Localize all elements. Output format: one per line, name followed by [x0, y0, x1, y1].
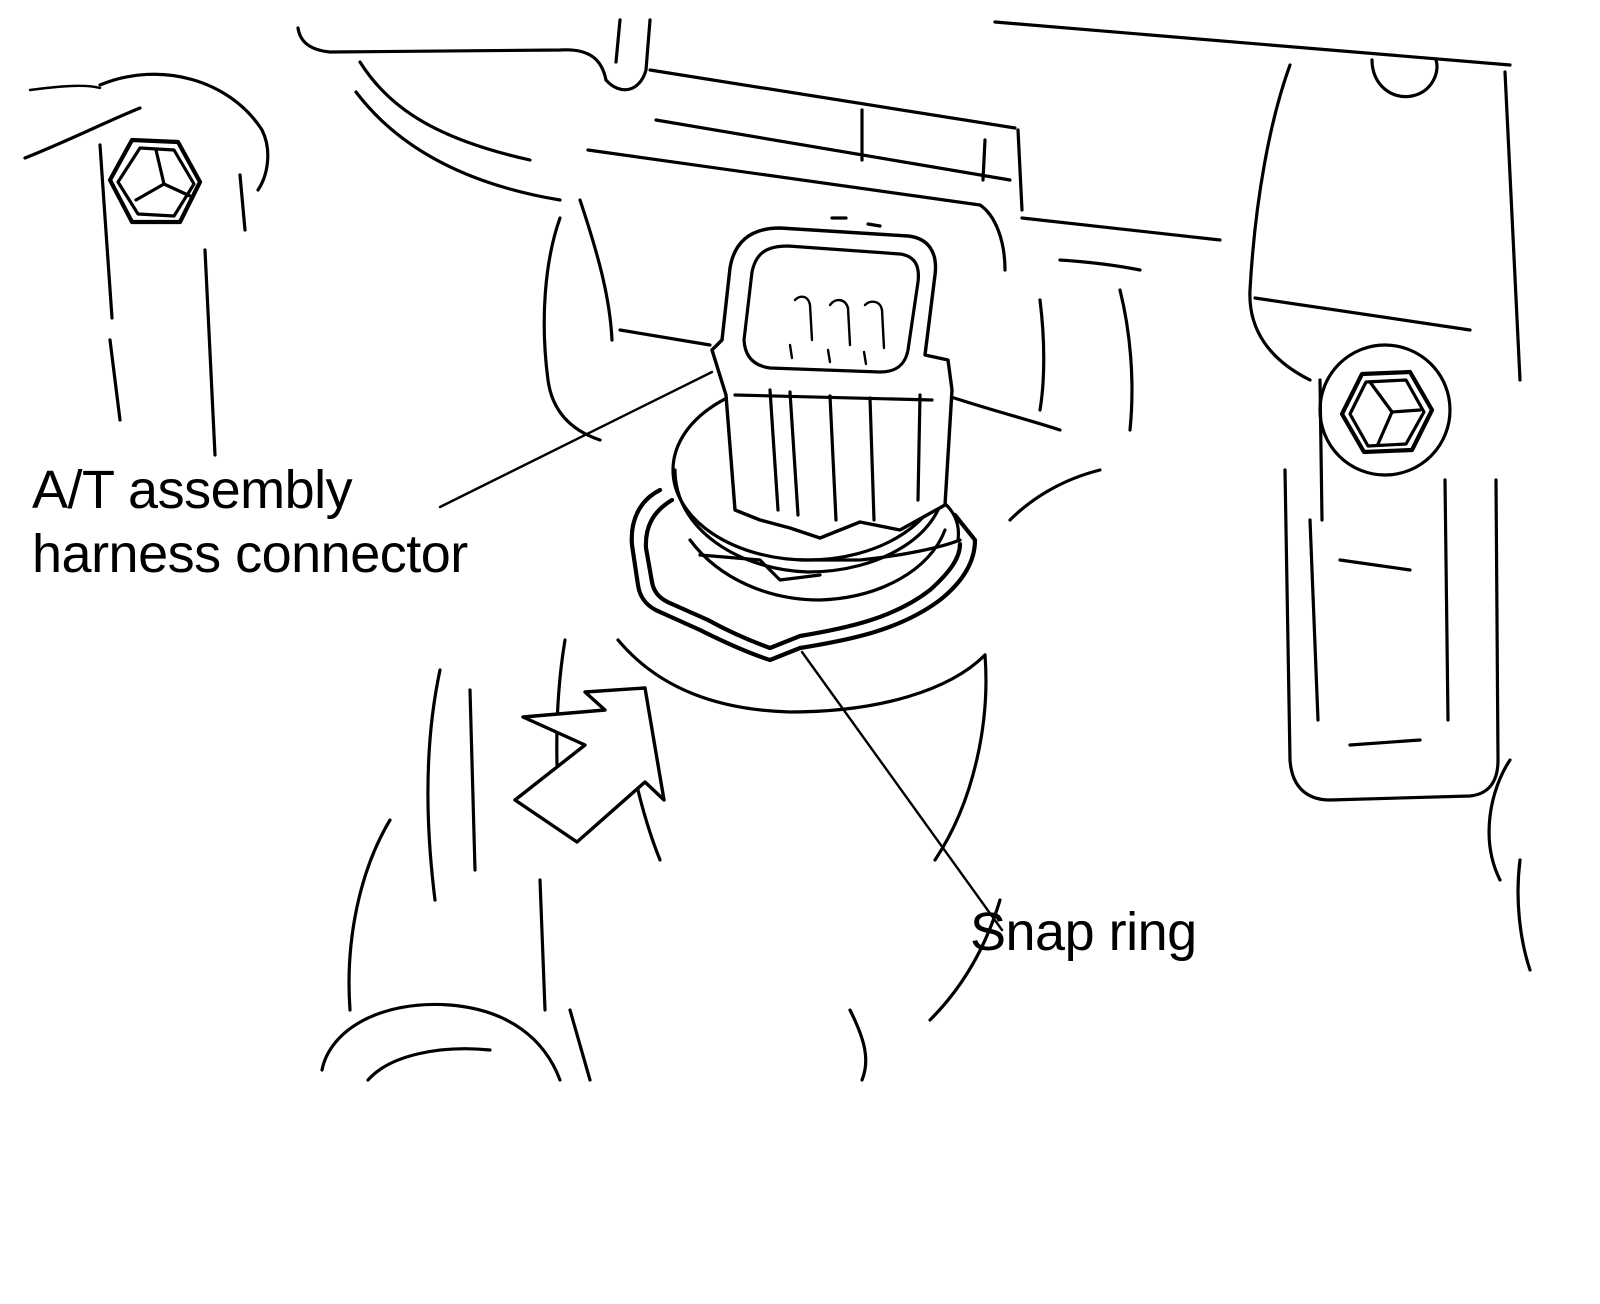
leader-lines [438, 370, 1004, 932]
lower-cylinder [320, 638, 1002, 1082]
top-housing [296, 18, 1512, 272]
connector-boss [542, 198, 1134, 522]
right-bracket [1248, 58, 1532, 972]
right-bolt [1318, 343, 1452, 477]
left-bolt [107, 137, 203, 225]
leader-line-snap [800, 650, 1004, 932]
left-bracket [23, 72, 270, 457]
harness-connector-label-line2: harness connector [32, 524, 468, 584]
arrow-icon [513, 686, 666, 844]
harness-connector [710, 216, 954, 540]
harness-connector-label-line1: A/T assembly [32, 460, 353, 520]
snap-ring-label: Snap ring [970, 900, 1197, 964]
snap-ring-label-text: Snap ring [970, 902, 1197, 962]
leader-line-harness [438, 370, 714, 509]
harness-connector-label: A/T assembly harness connector [32, 458, 468, 586]
